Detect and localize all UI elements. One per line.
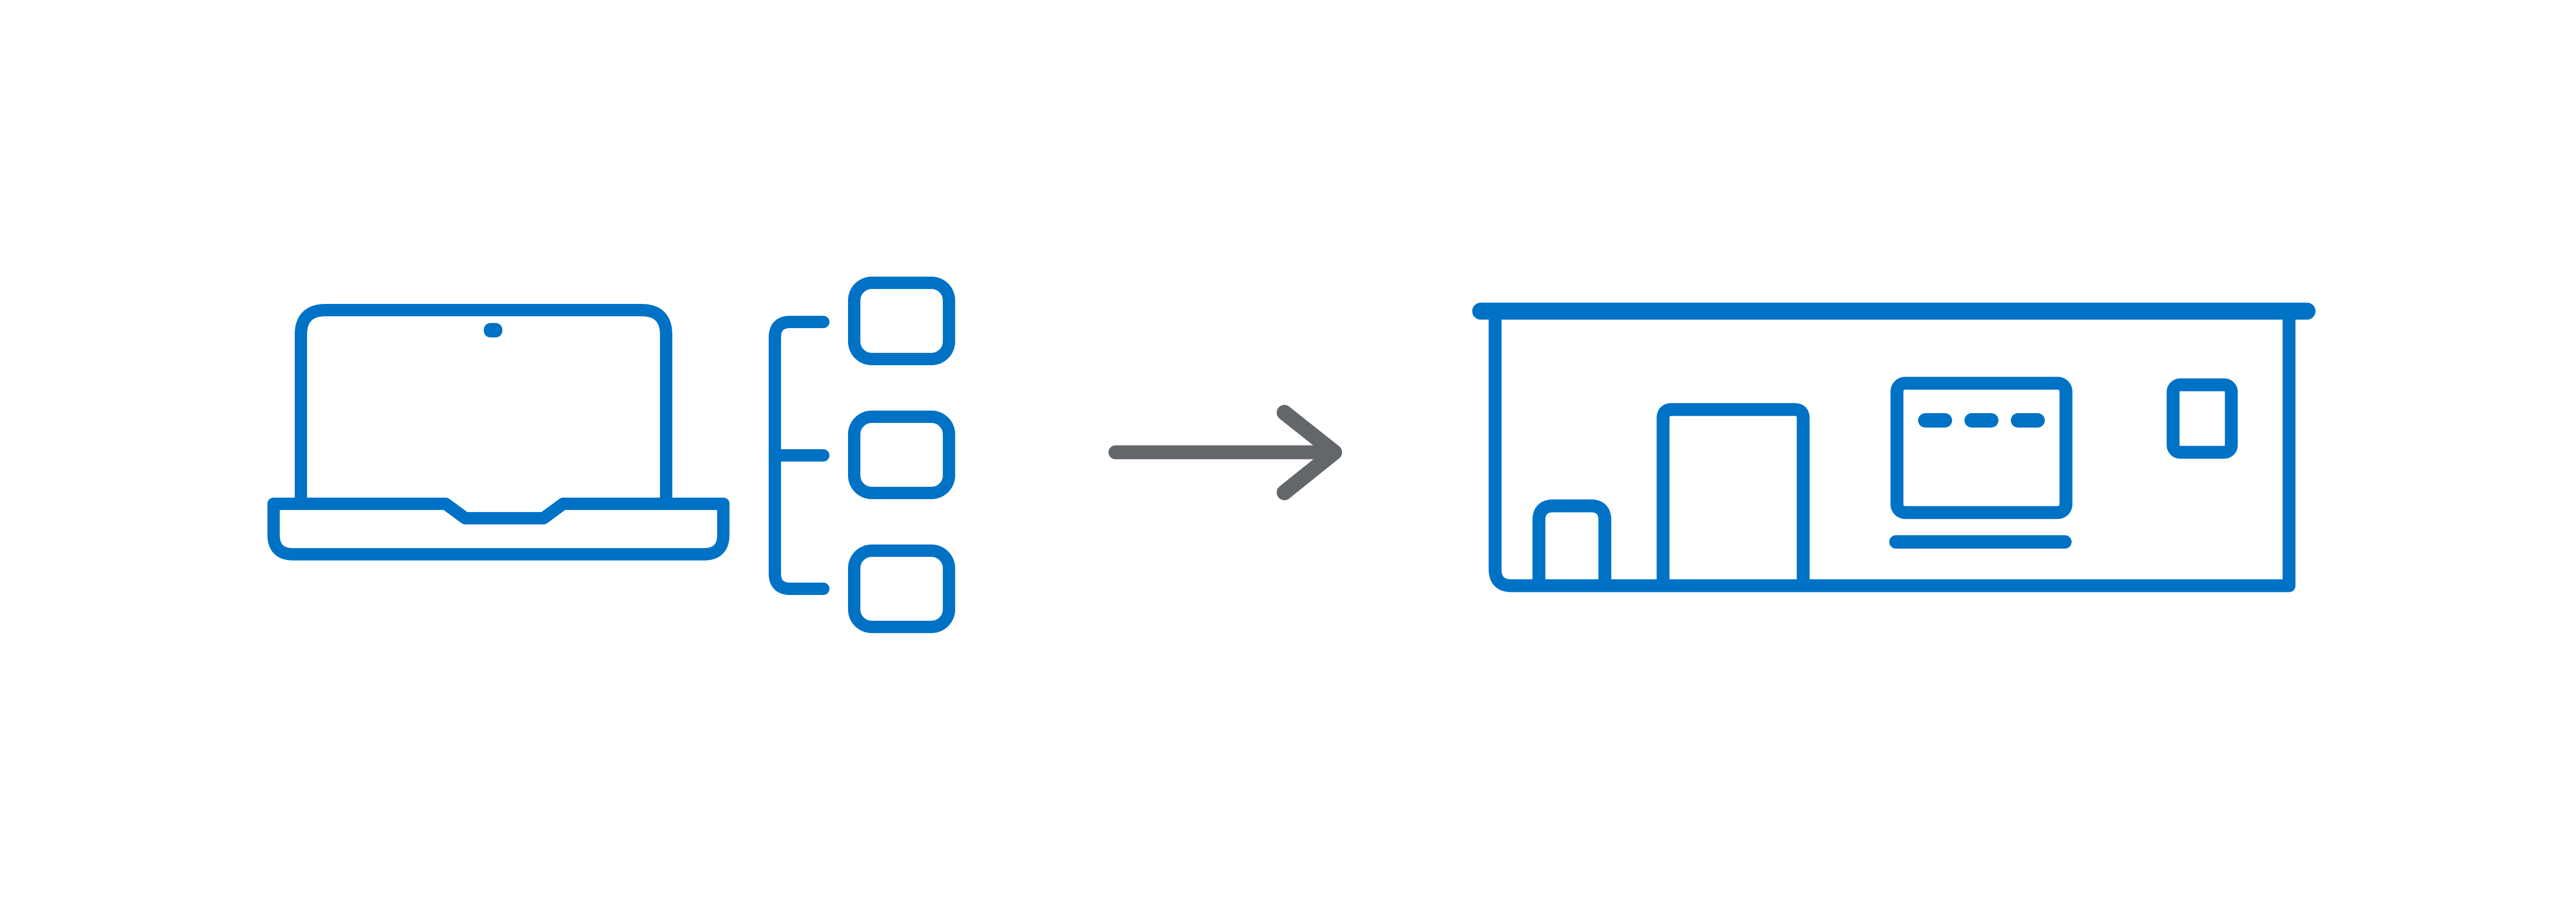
laptop-icon	[267, 304, 730, 560]
tree-node-3	[848, 544, 955, 633]
right-arrow-icon	[1108, 405, 1342, 500]
edge-building-icon	[1472, 302, 2316, 592]
building-walls-and-floor	[1488, 310, 2296, 592]
building-kiosk-screen	[1890, 377, 2073, 519]
tree-node-1	[848, 277, 955, 365]
laptop-screen	[295, 304, 672, 514]
building-small-box	[1532, 499, 1612, 592]
tree-node-2	[848, 411, 955, 499]
building-window	[2166, 378, 2238, 459]
laptop-base	[267, 498, 730, 560]
tree-bracket	[769, 316, 829, 595]
item-tree-icon	[769, 277, 955, 633]
arrow-head	[1277, 405, 1342, 500]
laptop-camera-dot	[484, 323, 502, 337]
building-door	[1656, 403, 1810, 592]
